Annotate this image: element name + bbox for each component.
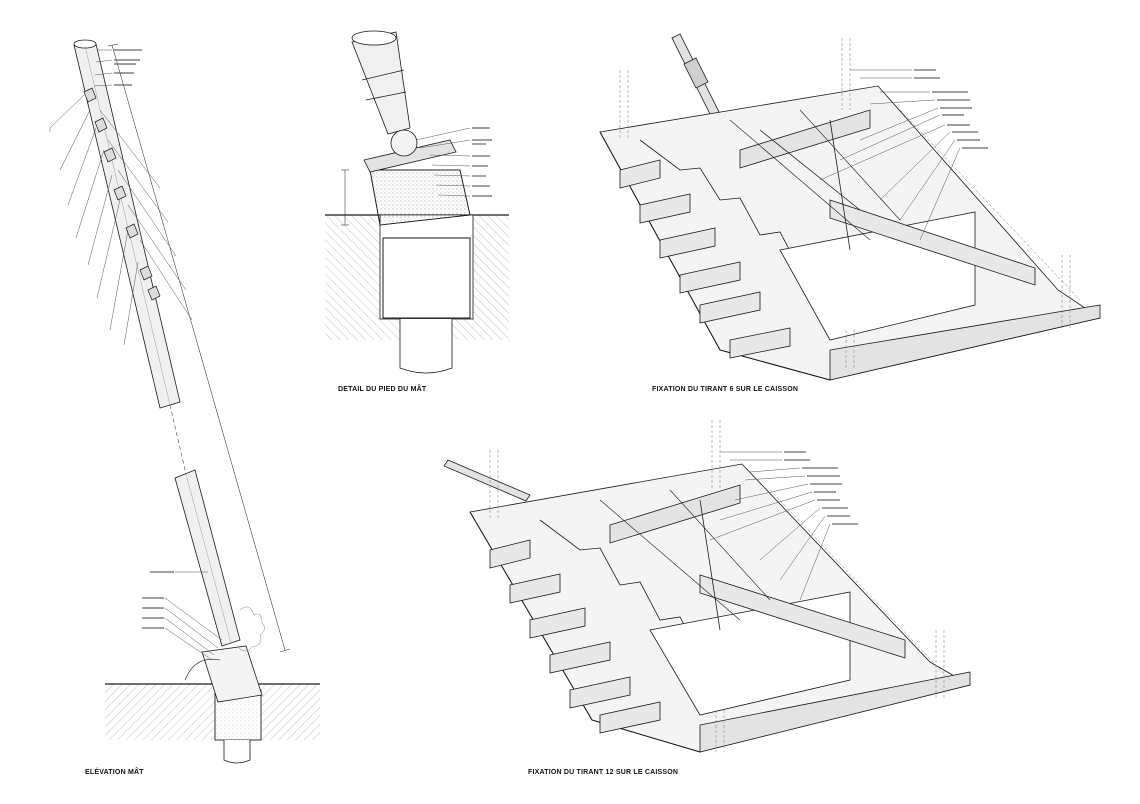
pile: [399, 319, 453, 374]
ground-section: [105, 684, 320, 740]
tie-6-caisson-view: [599, 33, 1101, 381]
caisson-6-ribs: [619, 159, 791, 359]
mast-tube-detail: [351, 31, 411, 135]
mast-elevation-view: [49, 39, 320, 764]
cable-anchor-plates: [83, 87, 161, 301]
mast-socket: [201, 645, 263, 703]
ball-joint: [390, 129, 418, 157]
caption-mast-foot-detail: DETAIL DU PIED DU MÂT: [338, 386, 427, 393]
caption-tie-12: FIXATION DU TIRANT 12 SUR LE CAISSON: [528, 769, 679, 776]
mast-label-leaders: [49, 49, 223, 661]
tie-12-caisson-view: [443, 420, 972, 753]
tie-rod-12: [443, 459, 531, 502]
mast-lower-tube: [174, 469, 241, 647]
caisson-12-ribs: [489, 539, 661, 734]
caption-mast-elevation: ELÉVATION MÂT: [85, 769, 144, 776]
caption-tie-6: FIXATION DU TIRANT 6 SUR LE CAISSON: [652, 386, 799, 393]
mast-foot-detail-view: [325, 30, 509, 374]
